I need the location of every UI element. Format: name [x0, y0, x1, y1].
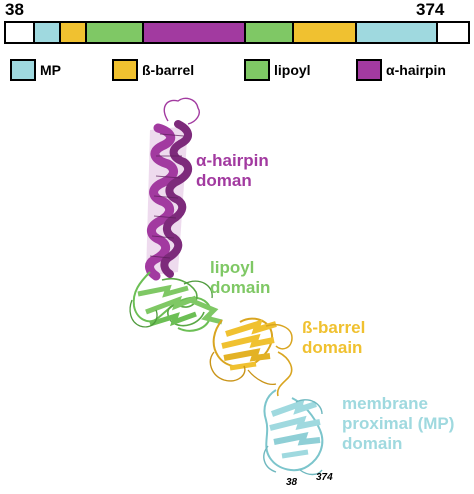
legend-swatch-mp	[10, 59, 36, 81]
bar-segment-a-hairpin	[144, 23, 247, 42]
bar-segment-none	[437, 23, 468, 42]
legend-label-lipoyl: lipoyl	[274, 62, 311, 78]
legend-item-a-hairpin: α-hairpin	[356, 58, 446, 82]
legend-swatch-a-hairpin	[356, 59, 382, 81]
legend-item-mp: MP	[10, 58, 61, 82]
bar-segment-b-barrel	[294, 23, 358, 42]
legend-label-b-barrel: ß-barrel	[142, 62, 195, 78]
n-terminus-label: 38	[286, 477, 298, 488]
legend-label-a-hairpin: α-hairpin	[386, 62, 446, 78]
domain-bar	[4, 21, 470, 44]
bar-segment-lipoyl	[246, 23, 295, 42]
alpha-hairpin-domain-label: α-hairpin doman	[196, 151, 269, 190]
c-terminus-label: 374	[316, 472, 333, 483]
legend-swatch-b-barrel	[112, 59, 138, 81]
mp-domain-ribbon	[263, 389, 324, 476]
bar-segment-b-barrel	[60, 23, 87, 42]
b-barrel-domain-ribbon	[209, 317, 293, 397]
mp-domain-label: membrane proximal (MP) domain	[342, 394, 455, 453]
lipoyl-domain-label: lipoyl domain	[210, 258, 271, 297]
legend-item-lipoyl: lipoyl	[244, 58, 311, 82]
bar-segment-none	[6, 23, 35, 42]
alpha-hairpin-helices	[145, 120, 193, 281]
bar-start-number: 38	[5, 0, 24, 19]
legend-swatch-lipoyl	[244, 59, 270, 81]
bar-segment-mp	[357, 23, 438, 42]
bar-segment-mp	[34, 23, 61, 42]
legend-label-mp: MP	[40, 62, 61, 78]
lipoyl-domain-ribbon	[129, 271, 223, 332]
hairpin-loop	[163, 97, 200, 125]
legend-item-b-barrel: ß-barrel	[112, 58, 194, 82]
b-barrel-domain-label: ß-barrel domain	[302, 318, 366, 357]
bar-segment-lipoyl	[86, 23, 145, 42]
bar-end-number: 374	[416, 0, 445, 19]
